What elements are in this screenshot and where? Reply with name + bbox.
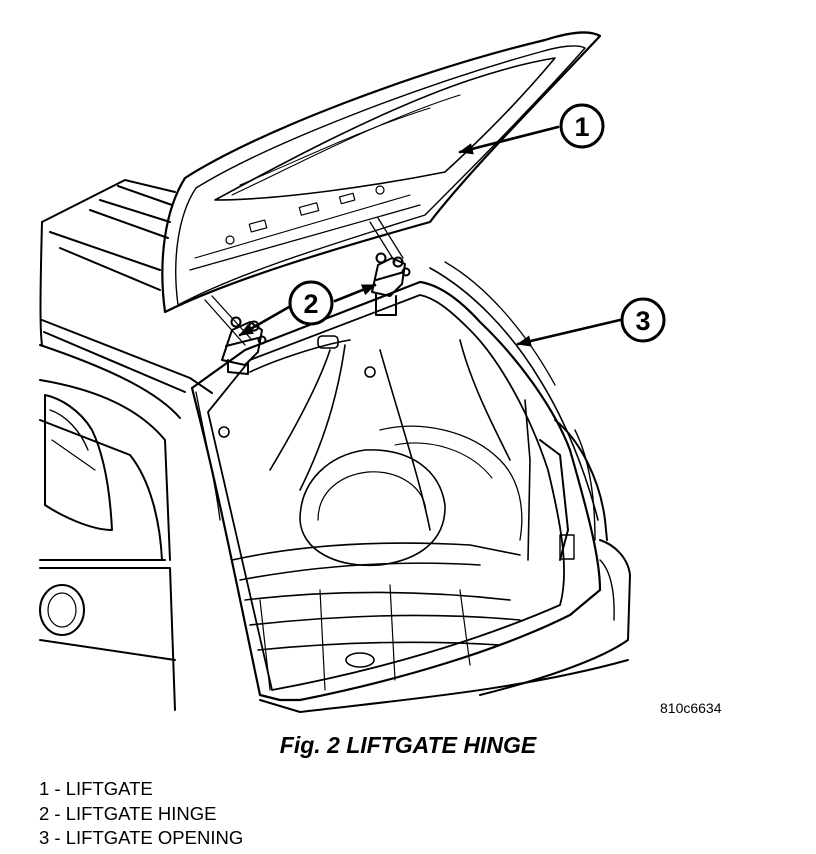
callout-1: 1 <box>559 103 605 149</box>
legend-item: 2 - LIFTGATE HINGE <box>39 802 217 824</box>
callout-1-number: 1 <box>574 112 589 142</box>
figure-caption: Fig. 2 LIFTGATE HINGE <box>279 732 537 758</box>
liftgate-hinge-left <box>221 316 267 375</box>
liftgate-hinge-right <box>371 252 411 316</box>
callout-3: 3 <box>620 297 666 343</box>
liftgate <box>161 31 602 346</box>
liftgate-opening <box>190 261 602 702</box>
parts-legend: 1 - LIFTGATE 2 - LIFTGATE HINGE 3 - LIFT… <box>39 777 243 851</box>
callout-2-number: 2 <box>303 289 318 319</box>
callout-arrows <box>238 125 622 347</box>
callout-3-number: 3 <box>635 306 650 336</box>
legend-item: 1 - LIFTGATE <box>39 778 153 799</box>
legend-item: 3 - LIFTGATE OPENING <box>39 827 244 848</box>
figure-code: 810c6634 <box>660 700 722 716</box>
rear-quarter-panel <box>259 419 631 713</box>
cargo-interior <box>218 335 531 691</box>
callout-2: 2 <box>288 280 334 326</box>
vehicle-body <box>39 179 213 711</box>
